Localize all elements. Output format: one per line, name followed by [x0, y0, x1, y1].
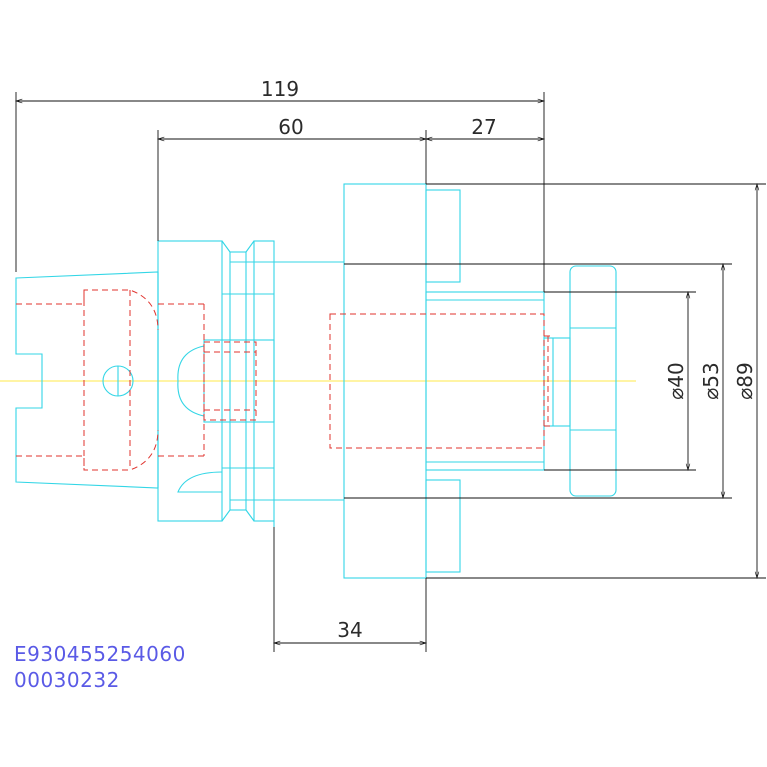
dimension-34: 34: [272, 527, 428, 652]
flange: [157, 240, 275, 522]
dimension-dia-53: ⌀53: [344, 262, 732, 500]
dimension-dia-89-label: ⌀89: [733, 362, 757, 400]
dimension-dia-40: ⌀40: [544, 290, 696, 472]
dimension-119: 119: [14, 77, 546, 292]
part-code-line-2: 00030232: [14, 668, 120, 692]
hidden-lines: [16, 289, 552, 471]
dimension-27: 27: [424, 115, 546, 142]
dimension-dia-40-label: ⌀40: [664, 362, 688, 400]
neck: [273, 261, 344, 527]
dimension-dia-53-label: ⌀53: [699, 362, 723, 400]
dimension-34-label: 34: [337, 618, 362, 642]
dimension-60-label: 60: [278, 115, 303, 139]
dimension-27-label: 27: [471, 115, 496, 139]
body: [343, 183, 545, 579]
dimension-60: 60: [156, 115, 428, 241]
dimension-119-label: 119: [261, 77, 299, 101]
part-code-line-1: E930455254060: [14, 642, 186, 666]
dimension-dia-89: ⌀89: [426, 182, 766, 580]
